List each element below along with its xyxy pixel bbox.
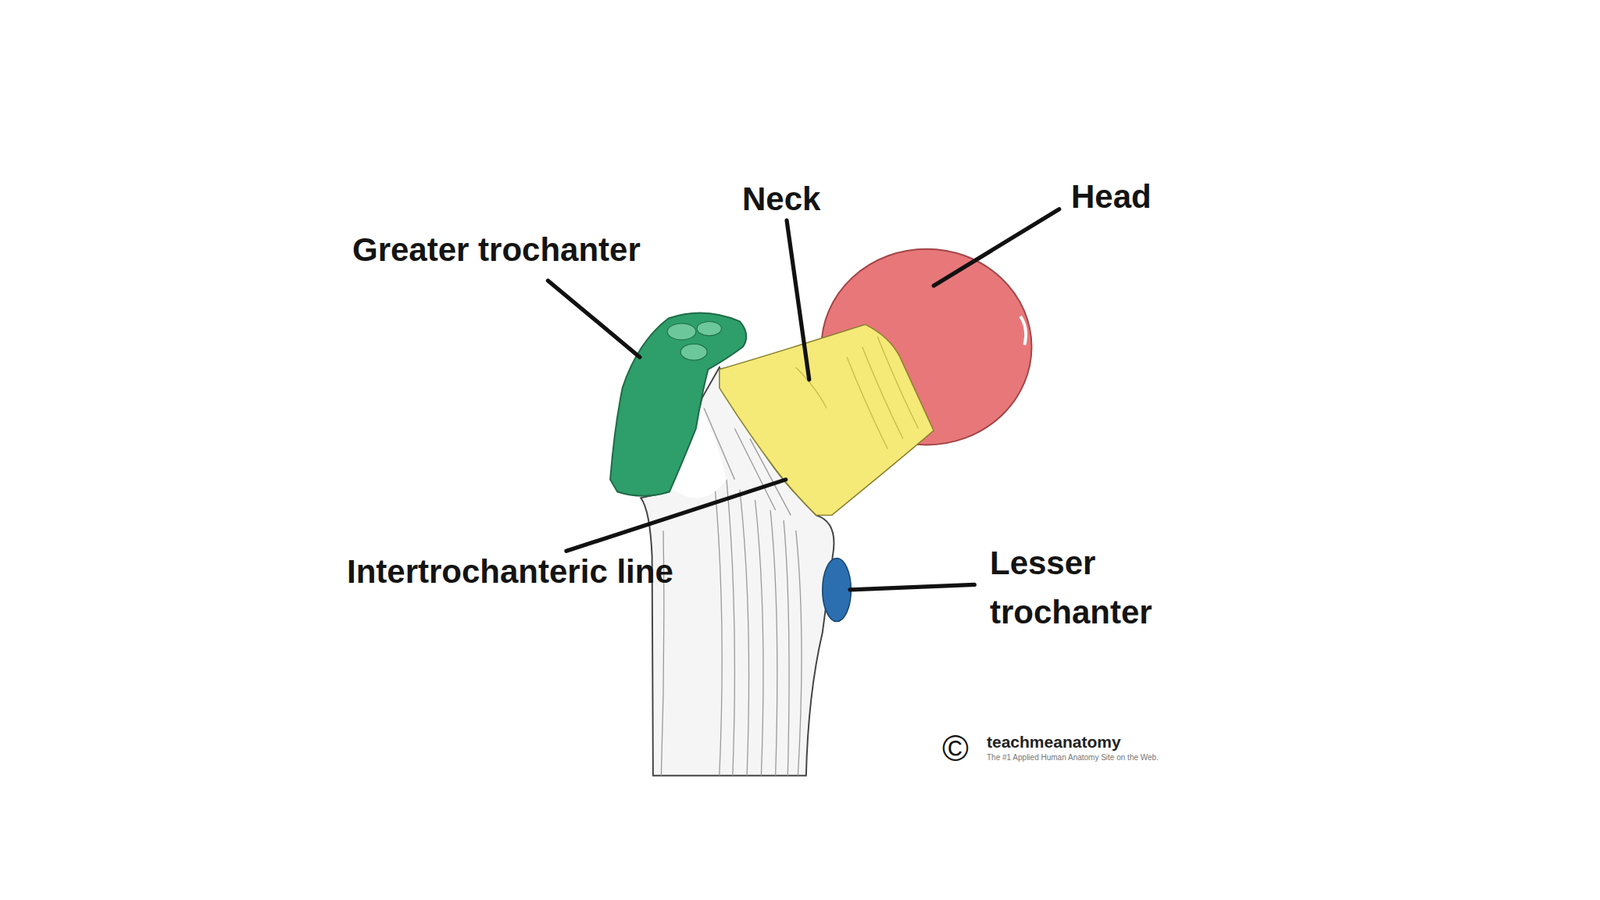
leader-line [786, 220, 810, 380]
watermark-tagline: The #1 Applied Human Anatomy Site on the… [986, 753, 1222, 763]
trochanter-facets [667, 321, 722, 361]
fovea [1020, 316, 1026, 346]
greater-trochanter [610, 313, 747, 497]
leader-line [566, 479, 786, 551]
copyright-symbol: © [942, 726, 990, 771]
part-label: Intertrochanteric line [346, 546, 699, 597]
part-label: Head [1071, 177, 1228, 217]
watermark: teachmeanatomy [986, 732, 1190, 752]
leader-line [547, 280, 640, 358]
part-label: Neck [742, 179, 899, 219]
part-label: Greater trochanter [352, 230, 759, 270]
leader-line [933, 209, 1060, 286]
leader-line [850, 584, 975, 590]
femoral-neck [719, 324, 934, 515]
part-label: Lesser trochanter [989, 538, 1225, 637]
lesser-trochanter [822, 557, 852, 622]
neck-shading [796, 336, 919, 450]
